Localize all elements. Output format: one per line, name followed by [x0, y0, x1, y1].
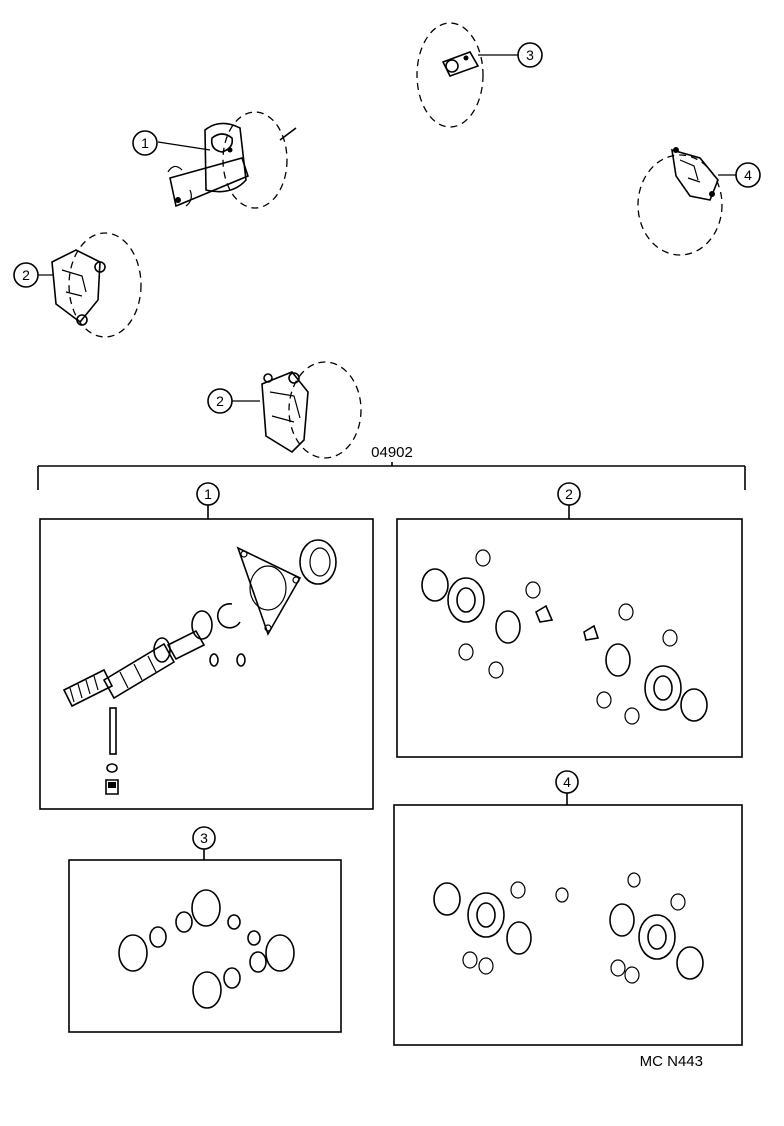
svg-text:4: 4: [563, 774, 571, 790]
kit-box-1: 1: [39, 482, 374, 810]
svg-text:2: 2: [216, 393, 224, 409]
wheel-cylinder-assembly: [416, 22, 518, 128]
svg-text:3: 3: [200, 830, 208, 846]
rear-caliper-assembly: [637, 147, 736, 256]
kit-box-3: 3: [68, 826, 342, 1033]
svg-text:1: 1: [141, 135, 149, 151]
piston-assembly: [62, 610, 213, 708]
svg-text:1: 1: [204, 486, 212, 502]
svg-text:3: 3: [526, 47, 534, 63]
kit-box-2: 2: [396, 482, 743, 758]
front-caliper-assembly-center: [232, 361, 362, 459]
kit-bracket: 04902: [37, 444, 746, 490]
callout-front-caliper-a: 2: [13, 262, 39, 288]
callout-master-cylinder: 1: [132, 130, 158, 156]
figure-code: MC N443: [640, 1053, 703, 1070]
svg-text:2: 2: [22, 267, 30, 283]
kit-box-4: 4: [393, 770, 743, 1046]
callout-wheel-cylinder: 3: [517, 42, 543, 68]
snap-ring: [216, 602, 241, 629]
front-caliper-assembly-left: [38, 232, 142, 338]
gasket: [236, 546, 302, 636]
master-cylinder-assembly: [157, 111, 297, 209]
kit-number: 04902: [371, 444, 413, 461]
svg-text:2: 2: [565, 486, 573, 502]
svg-text:4: 4: [744, 167, 752, 183]
reservoir-grommet: [299, 539, 337, 585]
callout-rear-caliper: 4: [735, 162, 761, 188]
callout-front-caliper-b: 2: [207, 388, 233, 414]
